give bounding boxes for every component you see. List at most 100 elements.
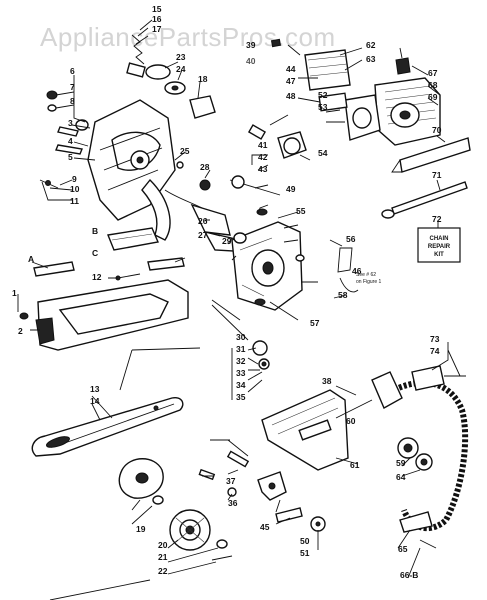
label-61: 61 xyxy=(350,460,360,470)
label-64a: 64 xyxy=(396,472,406,482)
guide-bar xyxy=(31,396,184,457)
label-37a: 37 xyxy=(226,476,236,486)
label-30: 30 xyxy=(236,332,246,342)
label-32: 32 xyxy=(236,356,246,366)
tube-70 xyxy=(391,137,471,173)
label-20: 20 xyxy=(158,540,168,550)
label-23: 23 xyxy=(176,52,186,62)
label-26: 26 xyxy=(198,216,208,226)
label-17: 17 xyxy=(152,24,162,34)
label-62: 62 xyxy=(366,40,376,50)
chain-box-line2: REPAIR xyxy=(428,244,451,250)
label-28: 28 xyxy=(200,162,210,172)
label-65: 65 xyxy=(398,544,408,554)
label-57: 57 xyxy=(310,318,320,328)
cylinder-assembly xyxy=(344,77,441,146)
clutch-parts-29-35 xyxy=(211,232,270,370)
grommet-23-24 xyxy=(145,64,186,95)
label-67: 67 xyxy=(428,68,438,78)
front-handle-housing xyxy=(19,279,189,351)
label-4: 4 xyxy=(68,136,73,146)
brake-lever-64 xyxy=(257,471,326,532)
saw-chain xyxy=(371,371,469,532)
label-44: 44 xyxy=(286,64,296,74)
label-33: 33 xyxy=(236,368,246,378)
label-C: C xyxy=(92,248,98,258)
label-39: 39 xyxy=(246,40,256,50)
label-34: 34 xyxy=(236,380,246,390)
label-21: 21 xyxy=(158,552,168,562)
crankshaft-assembly xyxy=(229,124,307,216)
cover-18 xyxy=(189,95,216,119)
label-58: 58 xyxy=(338,290,348,300)
label-10: 10 xyxy=(70,184,80,194)
sprocket-18-19 xyxy=(118,458,164,505)
label-63: 63 xyxy=(366,54,376,64)
label-53: 53 xyxy=(318,102,328,112)
label-29: 29 xyxy=(222,236,232,246)
label-18: 18 xyxy=(198,74,208,84)
label-A: A xyxy=(28,254,34,264)
label-12: 12 xyxy=(92,272,102,282)
label-50: 50 xyxy=(300,536,310,546)
label-54: 54 xyxy=(318,148,328,158)
label-47a: 47 xyxy=(286,76,296,86)
label-49: 49 xyxy=(286,184,296,194)
spark-plug-67 xyxy=(395,47,411,75)
label-11: 11 xyxy=(70,196,79,206)
chain-box-line1: CHAIN xyxy=(430,236,449,242)
note-figure-1: See # 62 on Figure 1 xyxy=(337,247,382,293)
label-48: 48 xyxy=(286,91,296,101)
label-43: 43 xyxy=(258,164,268,174)
decal-parts xyxy=(33,227,185,281)
label-46: 46 xyxy=(352,266,362,276)
chain-repair-kit-box: CHAIN REPAIR KIT xyxy=(417,227,461,263)
watermark: AppliancePartsPros.com xyxy=(40,22,336,52)
oil-cap-73-74 xyxy=(411,365,466,391)
label-51: 51 xyxy=(300,548,310,558)
label-9: 9 xyxy=(72,174,77,184)
label-1: 1 xyxy=(12,288,17,298)
label-42a: 42 xyxy=(258,152,268,162)
label-55: 55 xyxy=(296,206,306,216)
label-7: 7 xyxy=(70,82,75,92)
label-6: 6 xyxy=(70,66,75,76)
figure-note-line2: on Figure 1 xyxy=(356,279,382,285)
label-25a: 25 xyxy=(180,146,190,156)
leader-lines xyxy=(17,19,461,600)
pin-parts-36-38 xyxy=(198,450,250,497)
label-59: 59 xyxy=(396,458,406,468)
label-3: 3 xyxy=(68,118,73,128)
label-5: 5 xyxy=(68,152,73,162)
label-8: 8 xyxy=(70,96,75,106)
drive-sprocket xyxy=(397,437,433,471)
label-70: 70 xyxy=(432,125,442,135)
label-69: 69 xyxy=(428,92,438,102)
label-72: 72 xyxy=(432,214,442,224)
label-73: 73 xyxy=(430,334,440,344)
label-38: 38 xyxy=(322,376,332,386)
clutch-drum-20-22 xyxy=(169,509,233,561)
label-68: 68 xyxy=(428,80,438,90)
label-35: 35 xyxy=(236,392,246,402)
label-14: 14 xyxy=(90,396,100,406)
label-60: 60 xyxy=(346,416,356,426)
label-41: 41 xyxy=(258,140,268,150)
chain-link-65 xyxy=(399,511,437,549)
label-B: B xyxy=(92,226,98,236)
label-16: 16 xyxy=(152,14,162,24)
label-66b: 66-B xyxy=(400,570,418,580)
scrench-71 xyxy=(381,181,468,219)
label-2: 2 xyxy=(18,326,23,336)
part-labels: 15 16 17 23 24 18 39 40 62 63 44 47 48 5… xyxy=(12,4,442,580)
label-36: 36 xyxy=(228,498,238,508)
label-45: 45 xyxy=(260,522,270,532)
label-52: 52 xyxy=(318,90,328,100)
label-15: 15 xyxy=(152,4,162,14)
label-40: 40 xyxy=(246,56,256,66)
label-31: 31 xyxy=(236,344,246,354)
label-71: 71 xyxy=(432,170,442,180)
label-74: 74 xyxy=(430,346,440,356)
label-19: 19 xyxy=(136,524,146,534)
